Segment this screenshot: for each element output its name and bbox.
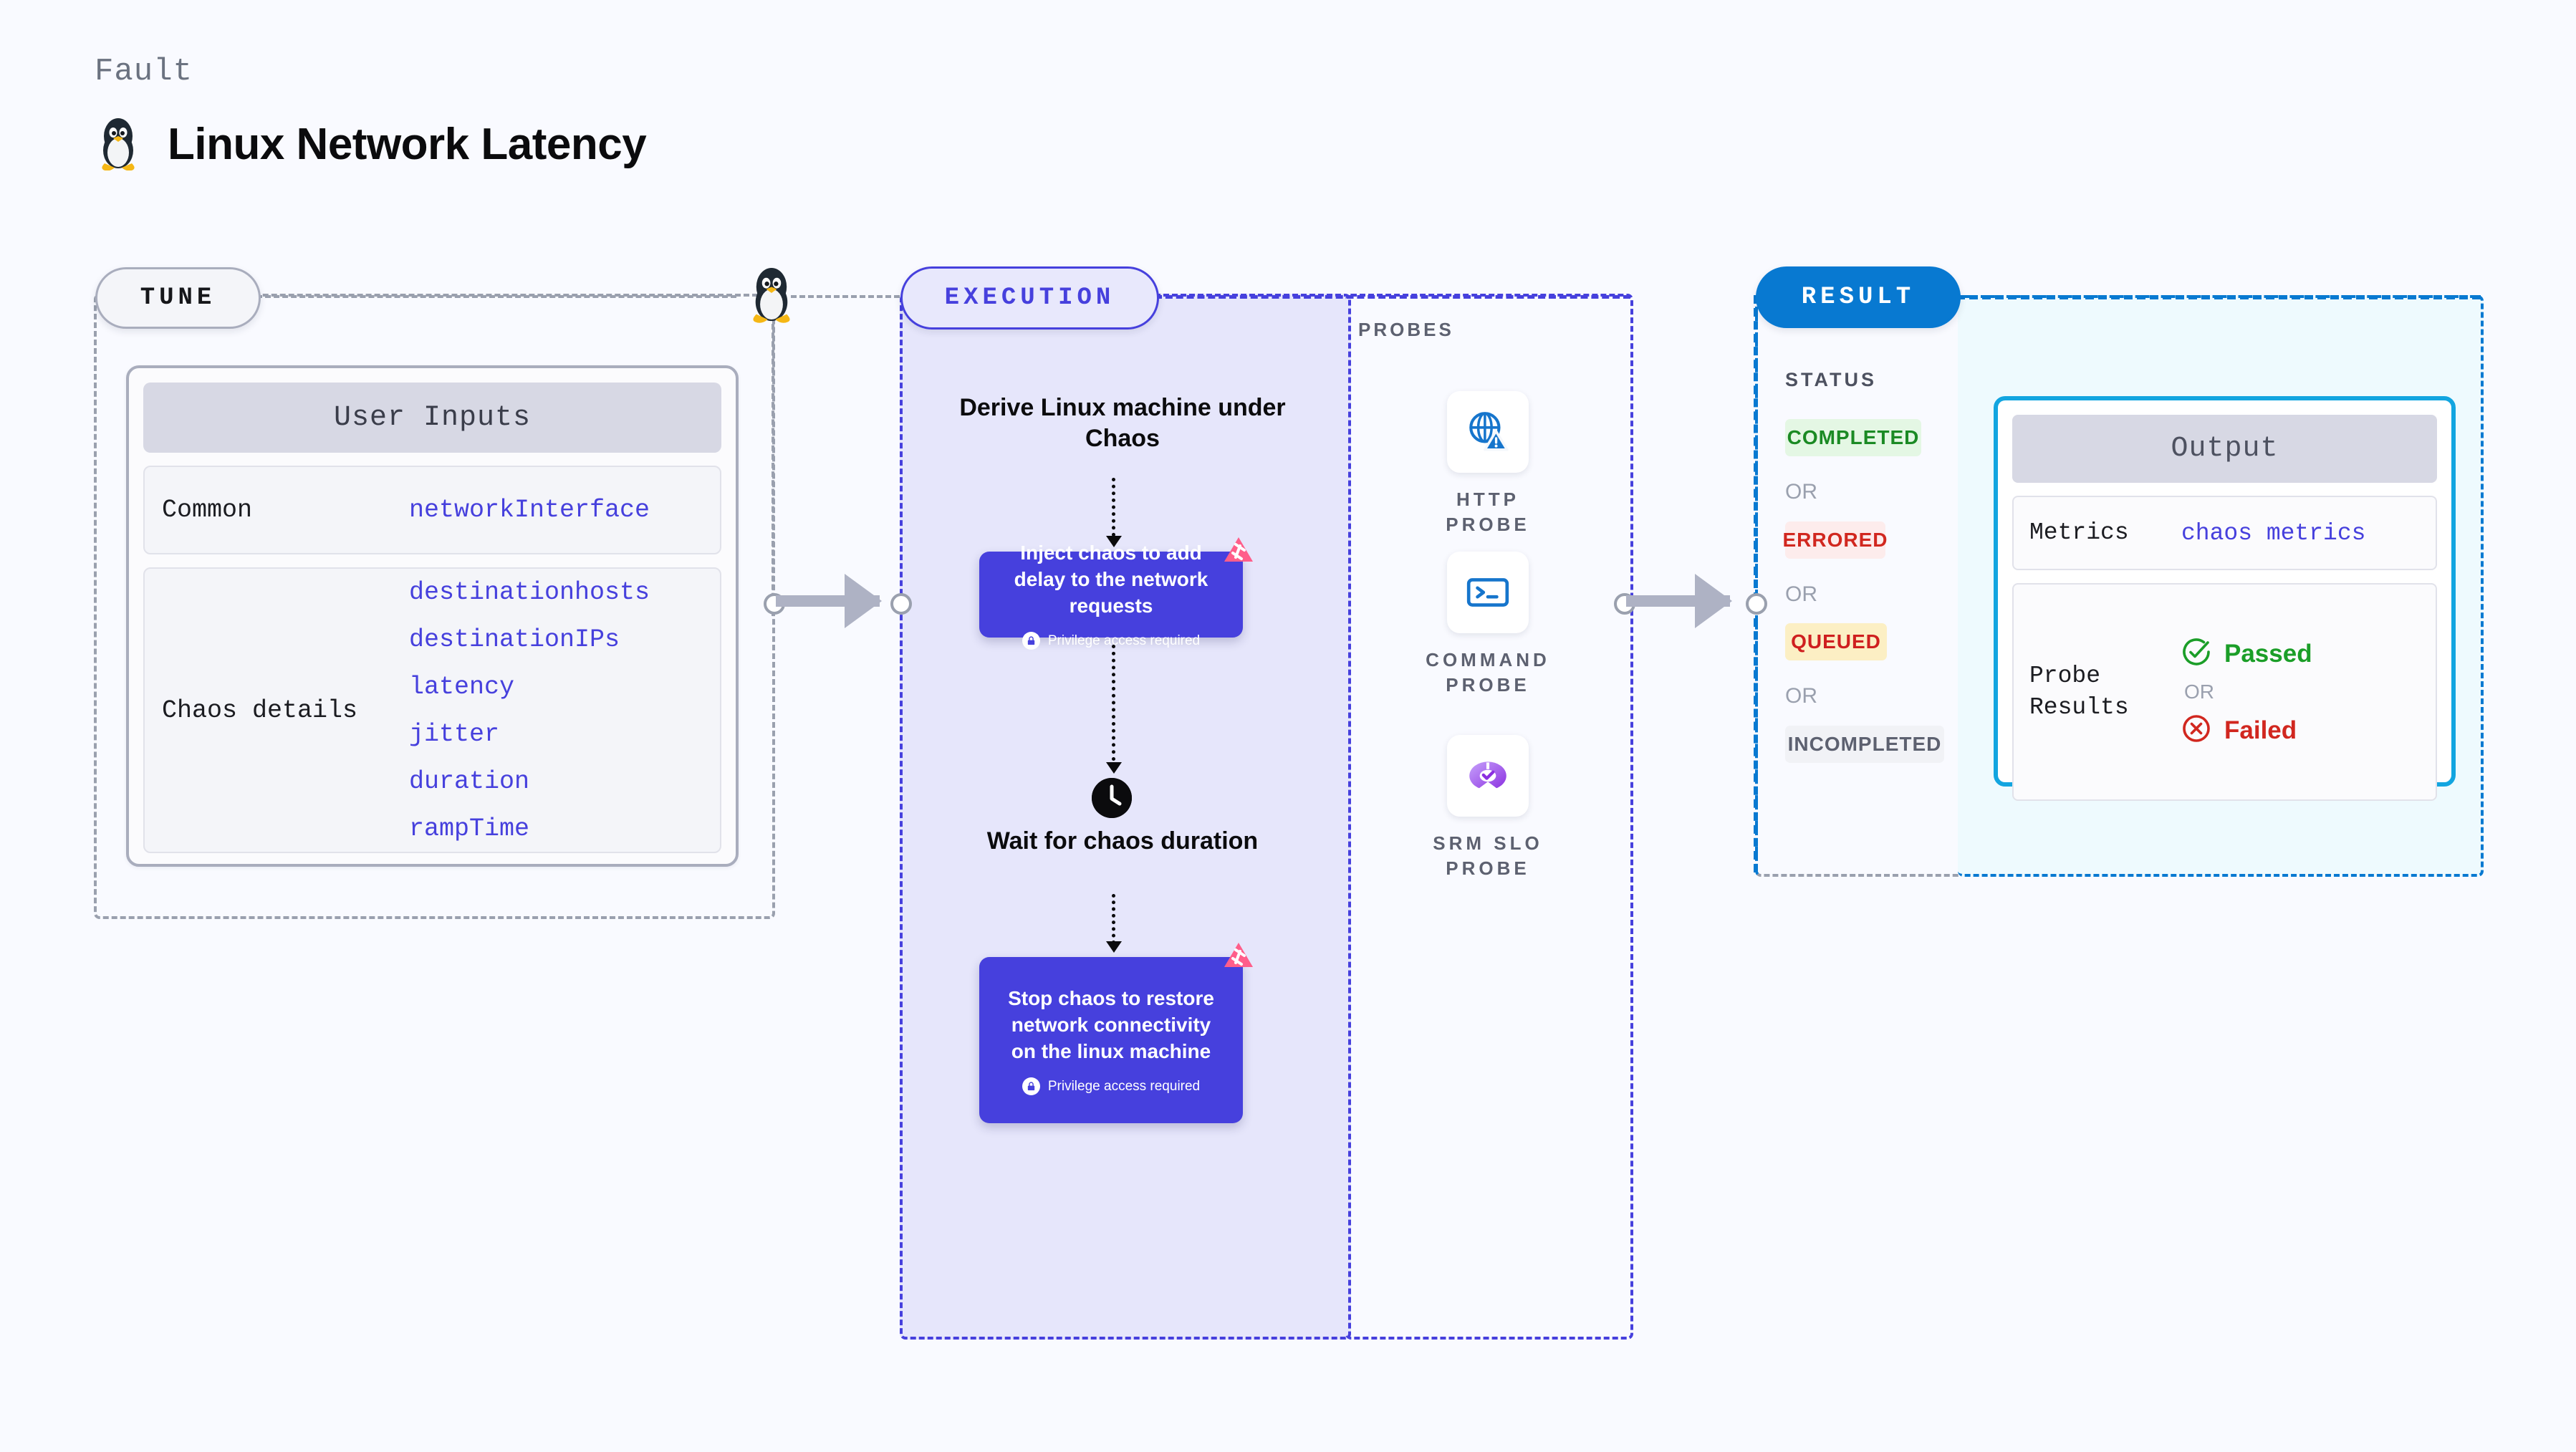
execution-dotted-connector-2 <box>1112 645 1115 768</box>
linux-penguin-marker-icon <box>746 264 797 327</box>
page-title-row: Linux Network Latency <box>95 115 647 174</box>
connector-dot-execution <box>890 593 912 615</box>
output-metrics-label: Metrics <box>2029 519 2129 547</box>
fault-eyebrow-label: Fault <box>95 54 193 90</box>
result-section-chip[interactable]: RESULT <box>1756 266 1961 328</box>
lock-icon <box>1022 632 1040 650</box>
tune-value[interactable]: jitter <box>409 719 500 749</box>
status-badge-errored: ERRORED <box>1783 521 1888 559</box>
page-title: Linux Network Latency <box>168 120 647 169</box>
harness-logo-icon <box>1221 940 1256 978</box>
privilege-text: Privilege access required <box>1047 1078 1201 1094</box>
tune-row-label: Common <box>162 496 253 524</box>
result-left-edge <box>1754 295 1758 872</box>
execution-header-dash-line <box>1155 295 1630 299</box>
status-or-label: OR <box>1785 684 1817 708</box>
terminal-prompt-icon <box>1447 552 1529 633</box>
probe-label: HTTP PROBE <box>1446 489 1530 536</box>
execution-inject-chaos-card[interactable]: Inject chaos to add delay to the network… <box>979 537 1253 650</box>
tune-value[interactable]: destinationhosts <box>409 577 650 607</box>
execution-arrowhead-3 <box>1106 941 1122 953</box>
probe-result-or-label: OR <box>2184 681 2214 703</box>
execution-arrowhead-1 <box>1106 536 1122 547</box>
tune-section-chip[interactable]: TUNE <box>95 267 261 329</box>
tune-row-values: destinationhosts destinationIPs latency … <box>409 578 650 843</box>
probe-result-passed-text: Passed <box>2224 639 2312 668</box>
inject-chaos-text: Inject chaos to add delay to the network… <box>1014 541 1208 617</box>
output-card: Output Metrics chaos metrics Probe Resul… <box>1994 396 2456 801</box>
tune-row-values: networkInterface <box>409 496 650 524</box>
execution-stop-chaos-card[interactable]: Stop chaos to restore network connectivi… <box>979 943 1253 1123</box>
privilege-note: Privilege access required <box>1022 632 1200 650</box>
status-or-label: OR <box>1785 480 1817 504</box>
connector-arrowhead-2 <box>1695 574 1732 628</box>
probe-item-command[interactable]: COMMAND PROBE <box>1416 552 1559 698</box>
execution-step-derive-title: Derive Linux machine under Chaos <box>959 394 1286 452</box>
execution-dotted-connector-3 <box>1112 894 1115 944</box>
connector-arrowhead-1 <box>845 574 882 628</box>
tune-value[interactable]: destinationIPs <box>409 625 620 654</box>
tune-penguin-vertical-dash <box>772 315 774 616</box>
status-badge-queued: QUEUED <box>1785 623 1887 660</box>
lock-icon <box>1022 1077 1040 1096</box>
execution-arrowhead-2 <box>1106 762 1122 774</box>
status-or-label: OR <box>1785 582 1817 606</box>
output-metrics-value[interactable]: chaos metrics <box>2181 519 2366 547</box>
output-row-probe-results: Probe Results Passed OR <box>2012 583 2437 801</box>
execution-step-wait-title: Wait for chaos duration <box>986 827 1259 855</box>
output-header: Output <box>2012 415 2437 483</box>
x-circle-icon <box>2181 713 2211 747</box>
tune-user-inputs-card: User Inputs Common networkInterface Chao… <box>126 365 739 867</box>
output-probe-results-label: Probe Results <box>2029 663 2129 721</box>
probe-result-failed-text: Failed <box>2224 716 2297 744</box>
privilege-text: Privilege access required <box>1047 633 1201 648</box>
check-circle-icon <box>2181 637 2211 670</box>
harness-logo-icon <box>1221 534 1256 572</box>
tune-row-common: Common networkInterface <box>143 466 721 554</box>
tune-value[interactable]: latency <box>409 672 515 701</box>
probes-section-label: PROBES <box>1358 319 1454 340</box>
probe-item-http[interactable]: HTTP PROBE <box>1416 391 1559 537</box>
probe-result-failed: Failed <box>2181 713 2312 747</box>
probe-result-passed: Passed <box>2181 637 2312 670</box>
result-header-dash-line <box>1956 295 2481 299</box>
clock-icon <box>1092 778 1132 818</box>
execution-section-chip[interactable]: EXECUTION <box>900 266 1159 330</box>
status-badge-incompleted: INCOMPLETED <box>1785 726 1944 763</box>
privilege-note: Privilege access required <box>1022 1077 1201 1096</box>
tune-row-chaos-details: Chaos details destinationhosts destinati… <box>143 567 721 853</box>
probe-item-srm-slo[interactable]: SRM SLO PROBE <box>1416 735 1559 881</box>
tune-header-dash-line <box>256 295 736 298</box>
connector-dot-result <box>1746 593 1767 615</box>
tune-value[interactable]: duration <box>409 766 530 796</box>
execution-dotted-connector-1 <box>1112 478 1115 537</box>
tune-row-label: Chaos details <box>162 696 358 725</box>
globe-warning-icon <box>1447 391 1529 473</box>
output-row-metrics: Metrics chaos metrics <box>2012 496 2437 570</box>
tune-value[interactable]: networkInterface <box>409 496 650 524</box>
stop-chaos-text: Stop chaos to restore network connectivi… <box>1008 986 1214 1063</box>
user-inputs-header: User Inputs <box>143 383 721 453</box>
linux-penguin-icon <box>95 115 142 174</box>
probe-label: COMMAND PROBE <box>1426 649 1550 696</box>
tune-header-dash-line-right <box>791 295 900 298</box>
status-label: STATUS <box>1785 369 1877 390</box>
probe-label: SRM SLO PROBE <box>1433 832 1543 880</box>
slo-donut-check-icon <box>1447 735 1529 817</box>
status-badge-completed: COMPLETED <box>1785 419 1921 456</box>
tune-value[interactable]: rampTime <box>409 814 530 843</box>
